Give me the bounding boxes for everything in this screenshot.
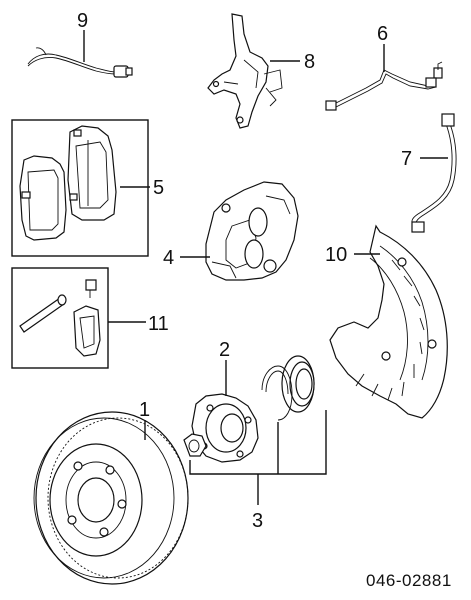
wheel-bearing-part [183,355,315,457]
box-hardware-kit [11,267,109,369]
hardware-kit-part [19,279,101,357]
callout-10: 10 [325,244,347,266]
callout-3: 3 [252,510,263,532]
wheel-hub-part [191,393,259,463]
brake-pads-part [19,125,117,241]
caliper-part [205,181,299,281]
wear-sensor-part [27,47,133,78]
callout-11: 11 [148,313,169,335]
callout-7: 7 [401,148,412,170]
callout-4: 4 [163,247,174,269]
brake-hose-part [411,113,457,233]
bracket-plate-part [207,13,283,129]
diagram-number: 046-02881 [366,571,452,590]
callout-1: 1 [139,399,150,421]
callout-6: 6 [377,23,388,45]
callout-2: 2 [219,339,230,361]
brake-rotor-part [33,411,189,585]
callout-9: 9 [77,10,88,32]
box-brake-pads [11,119,149,257]
callout-8: 8 [304,51,315,73]
dust-shield-part [329,224,448,419]
callout-5: 5 [153,177,164,199]
